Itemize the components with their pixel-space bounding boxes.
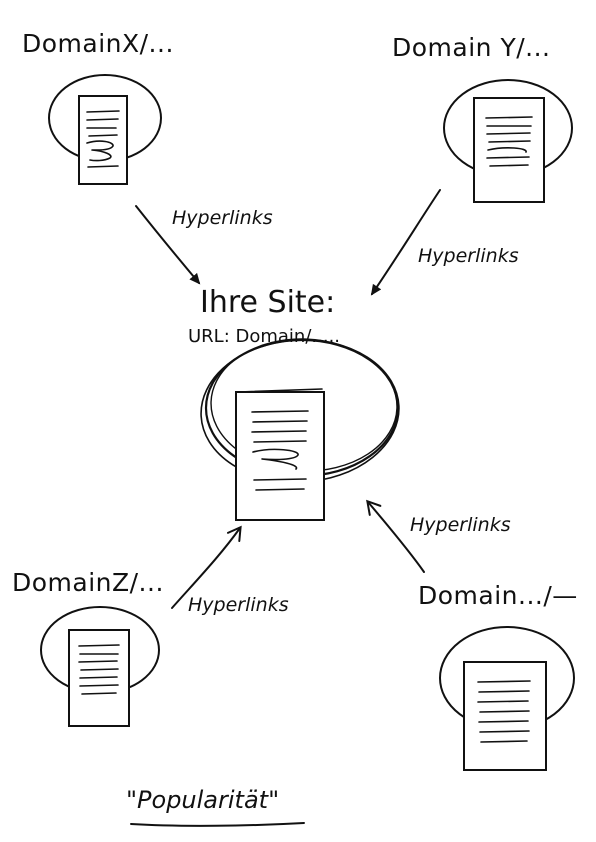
hyperlinks-label-bottom-right: Hyperlinks	[410, 514, 511, 536]
domain-z-node: DomainZ/...	[12, 568, 164, 727]
domain-y-node: Domain Y/...	[392, 33, 573, 203]
caption-underline	[130, 822, 305, 827]
arrow-domain-other-to-site	[366, 499, 425, 573]
site-url: URL: Domain/.....	[188, 326, 340, 347]
document-icon	[68, 629, 130, 727]
domain-other-label: Domain.../—	[418, 581, 578, 610]
hyperlinks-label-top-right: Hyperlinks	[418, 245, 519, 267]
popularity-caption: "Popularität"	[126, 786, 279, 814]
domain-y-label: Domain Y/...	[392, 33, 551, 62]
document-icon	[463, 661, 547, 771]
document-icon	[235, 388, 325, 521]
domain-x-node: DomainX/...	[22, 29, 174, 185]
central-site-node: Ihre Site: URL: Domain/.....	[188, 285, 400, 521]
domain-other-node: Domain.../—	[418, 581, 578, 771]
arrow-domain-y-to-site	[370, 189, 441, 296]
arrow-domain-z-to-site	[171, 525, 242, 609]
document-icon	[78, 95, 128, 185]
domain-z-label: DomainZ/...	[12, 568, 164, 597]
domain-x-label: DomainX/...	[22, 29, 174, 58]
hyperlinks-label-bottom-left: Hyperlinks	[188, 594, 289, 616]
site-title: Ihre Site:	[200, 285, 335, 320]
arrow-domain-x-to-site	[135, 205, 201, 285]
document-icon	[473, 97, 545, 203]
hyperlinks-label-top-left: Hyperlinks	[172, 207, 273, 229]
